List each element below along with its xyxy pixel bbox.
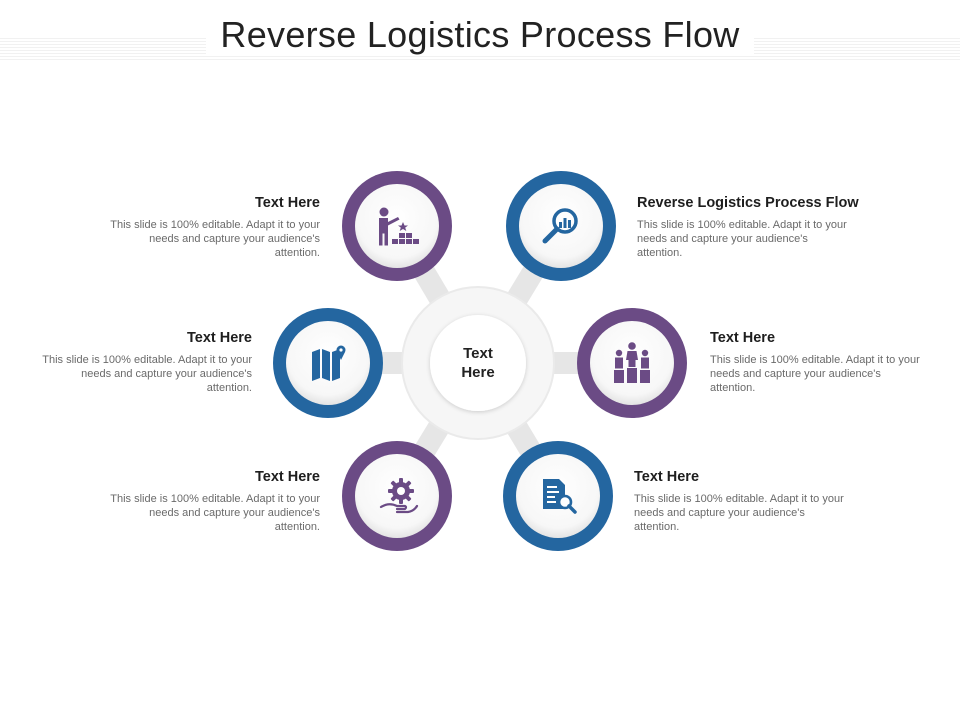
node-2 [506,171,616,281]
node-6-heading: Text Here [634,469,700,485]
map-location-icon [312,345,346,381]
node-1 [342,171,452,281]
hub-label-line2: Here [461,364,495,381]
gear-hand-icon [379,478,419,514]
node-2-heading: Reverse Logistics Process Flow [637,195,859,211]
node-3-description: This slide is 100% editable. Adapt it to… [42,354,252,394]
node-4-description: This slide is 100% editable. Adapt it to… [710,354,920,394]
node-3-text: Text Here This slide is 100% editable. A… [0,330,252,395]
node-4 [577,308,687,418]
node-3-heading: Text Here [186,330,252,346]
node-2-description: This slide is 100% editable. Adapt it to… [637,219,847,259]
node-1-description: This slide is 100% editable. Adapt it to… [110,219,320,259]
slide-title: Reverse Logistics Process Flow [0,14,960,56]
hub-label-line1: Text [463,345,493,362]
magnifier-chart-icon [542,208,578,244]
node-4-text: Text Here This slide is 100% editable. A… [710,330,950,395]
presenter-chart-icon [379,207,419,246]
node-1-inner [355,184,439,268]
podium-people-icon [614,342,650,383]
hub-inner-circle [430,315,526,411]
node-5-text: Text Here This slide is 100% editable. A… [40,469,320,534]
node-5 [342,441,452,551]
slide-title-text: Reverse Logistics Process Flow [206,14,754,55]
node-4-heading: Text Here [710,330,776,346]
document-search-icon [543,479,577,514]
hub-label: Text Here [438,344,518,382]
node-3 [273,308,383,418]
node-6 [503,441,613,551]
node-6-description: This slide is 100% editable. Adapt it to… [634,493,844,533]
node-5-heading: Text Here [254,469,320,485]
node-5-description: This slide is 100% editable. Adapt it to… [110,493,320,533]
node-2-text: Reverse Logistics Process Flow This slid… [637,195,937,260]
node-6-text: Text Here This slide is 100% editable. A… [634,469,914,534]
node-1-heading: Text Here [254,195,320,211]
node-1-text: Text Here This slide is 100% editable. A… [40,195,320,260]
